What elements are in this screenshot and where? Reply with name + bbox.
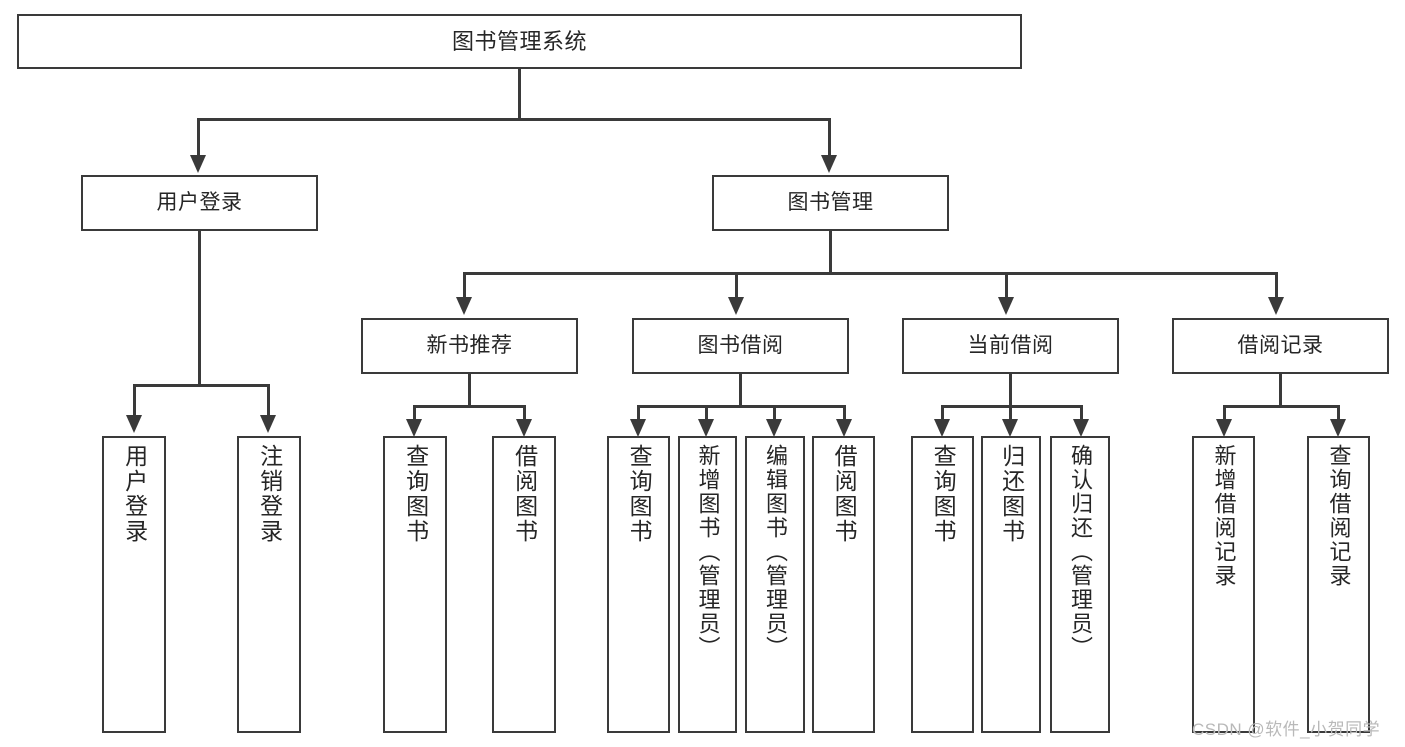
node-label: 新增图书（管理员） xyxy=(695,444,721,660)
watermark-text: CSDN @软件_小贺同学 xyxy=(1192,720,1381,739)
connector-user-login-bus xyxy=(133,384,270,387)
arrowhead-nb-borrow xyxy=(516,419,532,437)
arrowhead-br-query xyxy=(1330,419,1346,437)
arrowhead-user-login xyxy=(190,155,206,173)
node-leaf-br-query-record[interactable]: 查询借阅记录 xyxy=(1307,436,1370,733)
arrowhead-leaf-logout xyxy=(260,415,276,433)
connector-book-borrow-stem xyxy=(739,374,742,407)
arrowhead-bb-add xyxy=(698,419,714,437)
arrowhead-bb-edit xyxy=(766,419,782,437)
connector-drop-cb-query xyxy=(941,405,944,425)
node-label: 图书管理 xyxy=(787,190,874,214)
connector-drop-bb-add xyxy=(705,405,708,425)
arrowhead-cb-query xyxy=(934,419,950,437)
node-label: 用户登录 xyxy=(156,190,243,214)
node-label: 查询借阅记录 xyxy=(1326,444,1352,588)
connector-user-login-stem xyxy=(198,231,201,385)
arrowhead-bb-borrow xyxy=(836,419,852,437)
node-leaf-bb-query-book[interactable]: 查询图书 xyxy=(607,436,670,733)
node-leaf-cb-confirm-return[interactable]: 确认归还（管理员） xyxy=(1050,436,1110,733)
connector-drop-book-manage xyxy=(828,118,831,158)
node-user-login[interactable]: 用户登录 xyxy=(81,175,318,231)
node-leaf-cb-query-book[interactable]: 查询图书 xyxy=(911,436,974,733)
node-label: 编辑图书（管理员） xyxy=(762,444,788,660)
node-book-management[interactable]: 图书管理 xyxy=(712,175,949,231)
node-leaf-cb-return-book[interactable]: 归还图书 xyxy=(981,436,1041,733)
node-label: 用户登录 xyxy=(121,444,148,544)
node-leaf-br-add-record[interactable]: 新增借阅记录 xyxy=(1192,436,1255,733)
arrowhead-bb-query xyxy=(630,419,646,437)
arrowhead-current-borrow xyxy=(998,297,1014,315)
node-label: 确认归还（管理员） xyxy=(1067,444,1093,660)
node-leaf-bb-add-book[interactable]: 新增图书（管理员） xyxy=(678,436,737,733)
connector-drop-new-book xyxy=(463,272,466,302)
connector-root-stem xyxy=(518,69,521,118)
arrowhead-br-add xyxy=(1216,419,1232,437)
arrowhead-book-manage xyxy=(821,155,837,173)
connector-drop-borrow-record xyxy=(1275,272,1278,302)
node-leaf-nb-query-book[interactable]: 查询图书 xyxy=(383,436,447,733)
node-borrow-record[interactable]: 借阅记录 xyxy=(1172,318,1389,374)
connector-drop-cb-return xyxy=(1009,405,1012,425)
connector-drop-book-borrow xyxy=(735,272,738,302)
arrowhead-leaf-user-login xyxy=(126,415,142,433)
node-leaf-user-login[interactable]: 用户登录 xyxy=(102,436,166,733)
connector-drop-bb-borrow xyxy=(843,405,846,425)
node-leaf-bb-borrow-book[interactable]: 借阅图书 xyxy=(812,436,875,733)
node-label: 当前借阅 xyxy=(967,333,1054,357)
connector-current-borrow-bus xyxy=(941,405,1083,408)
node-label: 查询图书 xyxy=(930,444,957,544)
connector-new-book-bus xyxy=(413,405,526,408)
connector-drop-user-login xyxy=(197,118,200,158)
node-root-system[interactable]: 图书管理系统 xyxy=(17,14,1022,69)
connector-drop-cb-confirm xyxy=(1080,405,1083,425)
arrowhead-borrow-record xyxy=(1268,297,1284,315)
connector-borrow-record-stem xyxy=(1279,374,1282,407)
connector-drop-nb-borrow xyxy=(523,405,526,425)
node-leaf-logout[interactable]: 注销登录 xyxy=(237,436,301,733)
node-label: 借阅图书 xyxy=(511,444,538,544)
node-book-borrow[interactable]: 图书借阅 xyxy=(632,318,849,374)
connector-book-manage-bus xyxy=(463,272,1278,275)
connector-drop-bb-query xyxy=(637,405,640,425)
node-label: 新增借阅记录 xyxy=(1211,444,1237,588)
node-label: 图书借阅 xyxy=(697,333,784,357)
arrowhead-nb-query xyxy=(406,419,422,437)
node-label: 图书管理系统 xyxy=(451,28,587,54)
node-leaf-nb-borrow-book[interactable]: 借阅图书 xyxy=(492,436,556,733)
node-new-book-recommend[interactable]: 新书推荐 xyxy=(361,318,578,374)
connector-drop-current-borrow xyxy=(1005,272,1008,302)
node-label: 查询图书 xyxy=(402,444,429,544)
connector-drop-nb-query xyxy=(413,405,416,425)
connector-new-book-stem xyxy=(468,374,471,407)
node-label: 查询图书 xyxy=(626,444,653,544)
node-label: 新书推荐 xyxy=(426,333,513,357)
connector-root-bus xyxy=(197,118,831,121)
connector-current-borrow-stem xyxy=(1009,374,1012,407)
connector-book-manage-stem xyxy=(829,231,832,274)
connector-drop-br-add xyxy=(1223,405,1226,425)
node-label: 借阅图书 xyxy=(831,444,858,544)
arrowhead-book-borrow xyxy=(728,297,744,315)
connector-drop-br-query xyxy=(1337,405,1340,425)
node-current-borrow[interactable]: 当前借阅 xyxy=(902,318,1119,374)
node-label: 借阅记录 xyxy=(1237,333,1324,357)
arrowhead-cb-return xyxy=(1002,419,1018,437)
connector-drop-bb-edit xyxy=(773,405,776,425)
connector-borrow-record-bus xyxy=(1223,405,1340,408)
node-leaf-bb-edit-book[interactable]: 编辑图书（管理员） xyxy=(745,436,805,733)
node-label: 归还图书 xyxy=(998,444,1025,544)
arrowhead-new-book xyxy=(456,297,472,315)
connector-book-borrow-bus xyxy=(637,405,846,408)
node-label: 注销登录 xyxy=(256,444,283,544)
arrowhead-cb-confirm xyxy=(1073,419,1089,437)
connector-drop-leaf-user-login xyxy=(133,384,136,420)
connector-drop-leaf-logout xyxy=(267,384,270,420)
